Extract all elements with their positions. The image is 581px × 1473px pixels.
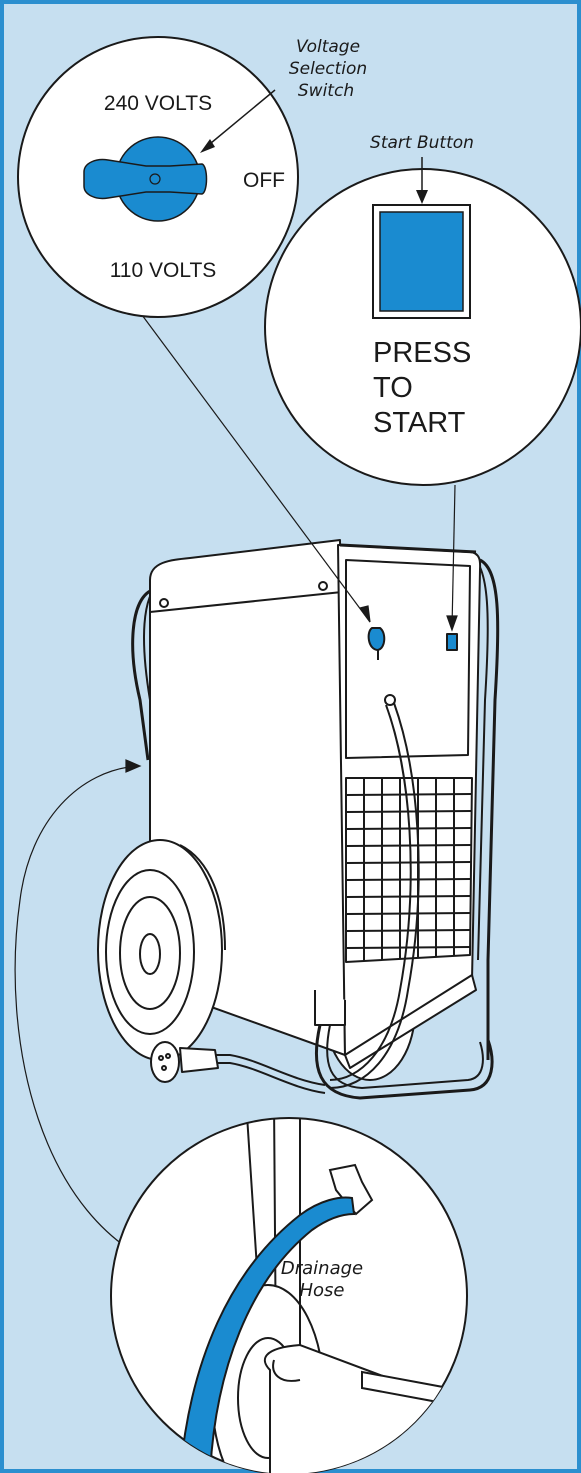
drain-hose-unit — [329, 704, 412, 1081]
rivet-left — [159, 598, 169, 608]
label-110-volts: 110 VOLTS — [110, 259, 217, 282]
front-wheel-hub-ring — [119, 896, 181, 1010]
base-rail — [344, 974, 477, 1069]
bottom-frame-tube — [314, 1024, 494, 1100]
plug-pin-3 — [161, 1065, 167, 1071]
voltage-title-line-2: Selection — [289, 59, 367, 79]
wheel-tread-edge — [179, 844, 226, 951]
start-callout-circle — [264, 168, 581, 486]
voltage-title-line-3: Switch — [298, 81, 354, 101]
unit-voltage-knob — [367, 627, 386, 651]
unit-start-button — [446, 633, 458, 651]
air-grille — [345, 777, 473, 963]
voltage-title-line-1: Voltage — [296, 37, 360, 57]
voltage-title-arrow-head — [200, 139, 215, 153]
power-cable — [215, 1054, 326, 1086]
start-button-face — [379, 211, 464, 312]
front-wheel-axle — [139, 933, 161, 975]
voltage-knob-handle — [83, 158, 208, 200]
voltage-switch-callout: 240 VOLTS OFF 110 VOLTS — [17, 36, 299, 318]
label-240-volts: 240 VOLTS — [104, 92, 212, 115]
power-cable-outer — [215, 1062, 326, 1094]
voltage-leader-line — [141, 314, 371, 623]
zoom-hose-connector — [328, 1163, 374, 1216]
start-leader-arrow — [446, 615, 458, 632]
power-plug-face — [150, 1041, 180, 1083]
voltage-knob-screw — [149, 173, 161, 185]
start-leader-line — [451, 484, 456, 629]
control-panel — [345, 559, 471, 759]
press-label-line-2: TO — [373, 372, 413, 404]
zoom-handle-bend — [272, 1359, 301, 1382]
power-plug-body — [179, 1047, 219, 1073]
start-button-title: Start Button — [370, 133, 474, 153]
voltage-leader-arrow — [358, 605, 371, 623]
right-frame-tube — [479, 558, 500, 1060]
label-off: OFF — [243, 169, 285, 192]
hose-label-line-2: Hose — [300, 1280, 345, 1301]
plug-pin-2 — [165, 1053, 171, 1059]
press-label-line-1: PRESS — [373, 337, 471, 369]
start-button-callout: PRESS TO START — [264, 157, 581, 486]
front-wheel-rim — [105, 869, 195, 1035]
leader-lines — [14, 314, 458, 1269]
bottom-frame-inner — [326, 1024, 484, 1089]
hose-leader-arrow — [125, 759, 142, 773]
start-title-arrow-head — [416, 190, 428, 204]
drain-hose-unit-outer — [329, 702, 420, 1089]
drainage-hose-callout: Drainage Hose — [110, 1117, 468, 1473]
zoom-drainage-hose — [178, 1196, 356, 1473]
hose-leader-curve — [14, 765, 166, 1269]
dehumidifier-unit — [97, 539, 500, 1100]
hose-label-line-1: Drainage — [281, 1258, 363, 1279]
plug-pin-1 — [158, 1055, 164, 1061]
rivet-right — [318, 581, 328, 591]
body-top-band — [149, 591, 343, 613]
left-handle-tube — [131, 588, 153, 761]
voltage-title-arrow-line — [204, 89, 276, 149]
zoom-body-corner — [263, 1118, 467, 1473]
hose-fitting — [384, 694, 396, 706]
press-label-line-3: START — [373, 407, 466, 439]
